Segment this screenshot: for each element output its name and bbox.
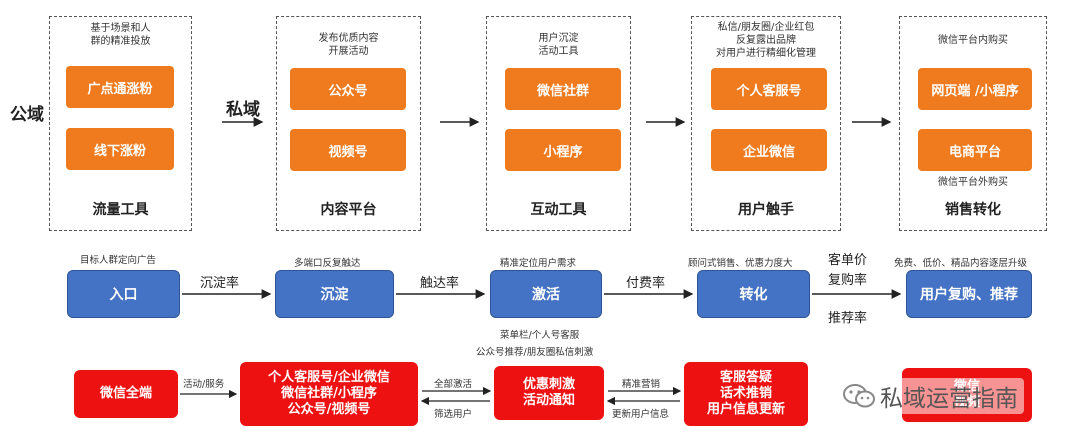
stage-interaction-tools-note: 用户沉淀 活动工具 (538, 33, 579, 57)
item-official-account-button[interactable]: 公众号 (290, 68, 406, 110)
rate-recommend: 推荐率 (828, 311, 868, 326)
box-customer-service[interactable]: 客服答疑 话术推销 用户信息更新 (684, 362, 808, 426)
box-wechat-all[interactable]: 微信全端 (74, 370, 178, 418)
item-channels-button[interactable]: 视频号 (290, 129, 406, 171)
watermark-text: 私域运营指南 (880, 386, 1018, 412)
incentive-line-2: 活动通知 (522, 393, 575, 408)
stage-user-touchpoints-note: 私信/朋友圈/企业红包 反复露出品牌 对用户进行精细化管理 (716, 22, 816, 59)
node-activate[interactable]: 激活 (490, 270, 602, 318)
arrow-label-activate-all: 全部激活 (434, 379, 473, 390)
stage-traffic-tools-note: 基于场景和人 群的精准投放 (90, 23, 151, 47)
stage-interaction-tools (486, 16, 631, 231)
service-line-2: 话术推销 (719, 386, 772, 401)
stage-content-platform-note: 发布优质内容 开展活动 (318, 33, 379, 57)
stage-interaction-tools-title: 互动工具 (530, 202, 587, 218)
stage-user-touchpoints (691, 16, 841, 231)
rate-unit-price: 客单价 (828, 253, 868, 268)
item-guangdiantong-button[interactable]: 广点通涨粉 (66, 66, 174, 108)
item-personal-service-button[interactable]: 个人客服号 (711, 68, 827, 110)
node-convert[interactable]: 转化 (697, 270, 810, 318)
arrow-label-precise-marketing: 精准营销 (622, 379, 661, 390)
arrow-label-update-info: 更新用户信息 (612, 409, 670, 420)
stage-user-touchpoints-title: 用户触手 (738, 202, 794, 218)
stage-sales-conversion-note: 微信平台内购买 (938, 35, 1008, 46)
stage-sales-conversion-title: 销售转化 (945, 202, 1001, 218)
node-repurchase-recommend[interactable]: 用户复购、推荐 (906, 270, 1032, 318)
service-line-3: 用户信息更新 (706, 402, 785, 417)
rate-sediment: 沉淀率 (200, 276, 240, 291)
wechat-logo-icon (843, 384, 875, 408)
item-web-miniprogram-button[interactable]: 网页端 /小程序 (918, 68, 1032, 110)
stage-sales-conversion-note2: 微信平台外购买 (938, 177, 1008, 188)
note-recommend-stimulate: 公众号推荐/朋友圈私信刺激 (476, 347, 594, 358)
watermark: 私域运营指南 (836, 378, 1024, 414)
incentive-line-1: 优惠刺激 (522, 377, 575, 392)
item-mini-program-button[interactable]: 小程序 (505, 129, 621, 171)
box-touchpoints-list[interactable]: 个人客服号/企业微信 微信社群/小程序 公众号/视频号 (240, 362, 418, 426)
touchpoints-line-1: 个人客服号/企业微信 (268, 370, 390, 385)
item-enterprise-wechat-button[interactable]: 企业微信 (711, 129, 827, 171)
note-activate: 精准定位用户需求 (500, 258, 577, 269)
node-entry[interactable]: 入口 (67, 270, 180, 318)
touchpoints-line-2: 微信社群/小程序 (281, 386, 377, 401)
note-entry: 目标人群定向广告 (80, 255, 157, 266)
note-menu-service: 菜单栏/个人号客服 (500, 330, 580, 341)
private-domain-label: 私域 (226, 100, 260, 120)
rate-reach: 触达率 (420, 276, 460, 291)
arrow-label-activity-service: 活动/服务 (183, 379, 225, 390)
node-sediment[interactable]: 沉淀 (275, 270, 394, 318)
box-incentive-notice[interactable]: 优惠刺激 活动通知 (494, 366, 604, 420)
item-offline-growth-button[interactable]: 线下涨粉 (66, 128, 174, 170)
touchpoints-line-3: 公众号/视频号 (287, 402, 371, 417)
stage-content-platform-title: 内容平台 (320, 202, 377, 218)
public-domain-label: 公域 (10, 105, 44, 125)
stage-traffic-tools-title: 流量工具 (92, 202, 149, 218)
stage-content-platform (276, 16, 421, 231)
service-line-1: 客服答疑 (719, 370, 772, 385)
item-wechat-group-button[interactable]: 微信社群 (505, 68, 621, 110)
rate-pay: 付费率 (626, 276, 666, 291)
stage-traffic-tools (49, 16, 192, 231)
note-repurchase: 免费、低价、精品内容逐层升级 (894, 258, 1028, 269)
note-sediment: 多端口反复触达 (294, 258, 361, 269)
note-convert: 顾问式销售、优惠力度大 (688, 258, 793, 269)
rate-repurchase: 复购率 (828, 273, 868, 288)
stage-sales-conversion (899, 16, 1047, 231)
item-ecommerce-platform-button[interactable]: 电商平台 (918, 129, 1032, 171)
arrow-label-filter-users: 筛选用户 (434, 409, 473, 420)
